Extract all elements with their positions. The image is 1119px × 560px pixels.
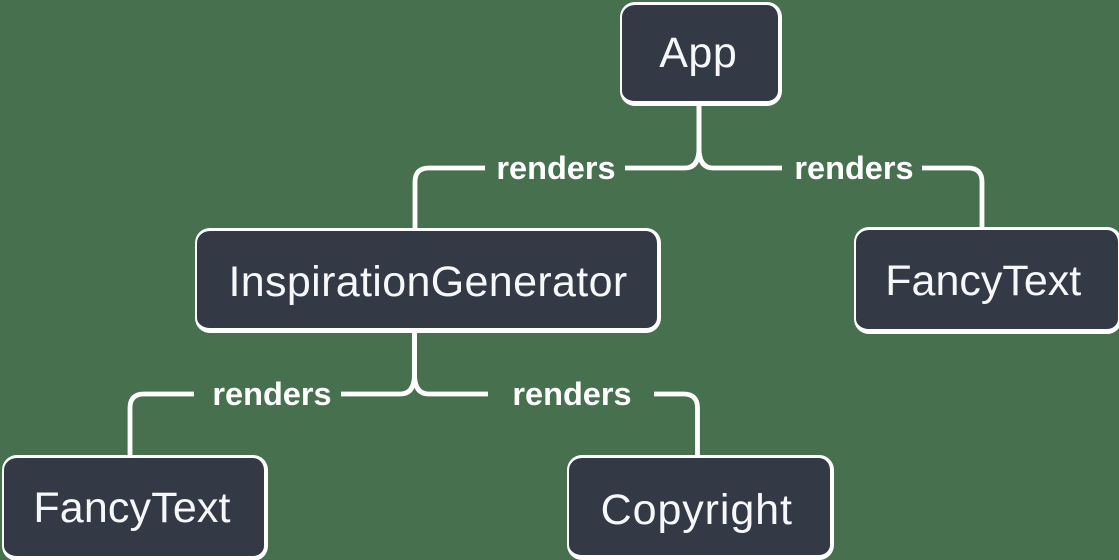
- edge-line-inspiration-generator-to-copyright: [654, 391, 700, 457]
- node-app: App: [620, 2, 782, 106]
- edge-label-inspiration-generator-to-fancy-text: renders: [212, 375, 332, 412]
- node-copyright: Copyright: [566, 455, 833, 560]
- edge-line-app-to-inspiration-generator: [625, 103, 702, 171]
- node-inspiration-generator: InspirationGenerator: [195, 227, 661, 333]
- node-label-inspiration-generator: InspirationGenerator: [228, 257, 628, 306]
- edge-line-inspiration-generator-to-fancy-text: [127, 391, 194, 457]
- edge-label-app-to-inspiration-generator: renders: [495, 149, 616, 186]
- node-fancy-text-bottom: FancyText: [2, 454, 268, 560]
- edge-line-inspiration-generator-to-fancy-text: [341, 331, 417, 397]
- node-fancy-text-right: FancyText: [853, 226, 1119, 333]
- edge-line-app-to-fancy-text: [922, 165, 985, 228]
- edge-label-inspiration-generator-to-copyright: renders: [512, 375, 632, 412]
- edge-label-app-to-fancy-text: renders: [794, 149, 914, 186]
- node-label-app: App: [659, 28, 738, 77]
- edge-line-app-to-inspiration-generator: [412, 165, 485, 229]
- node-label-fancy-text-right: FancyText: [884, 256, 1081, 305]
- edge-line-inspiration-generator-to-copyright: [412, 331, 488, 397]
- node-label-fancy-text-bottom: FancyText: [33, 483, 231, 532]
- edge-line-app-to-fancy-text: [696, 103, 782, 171]
- node-label-copyright: Copyright: [600, 485, 793, 534]
